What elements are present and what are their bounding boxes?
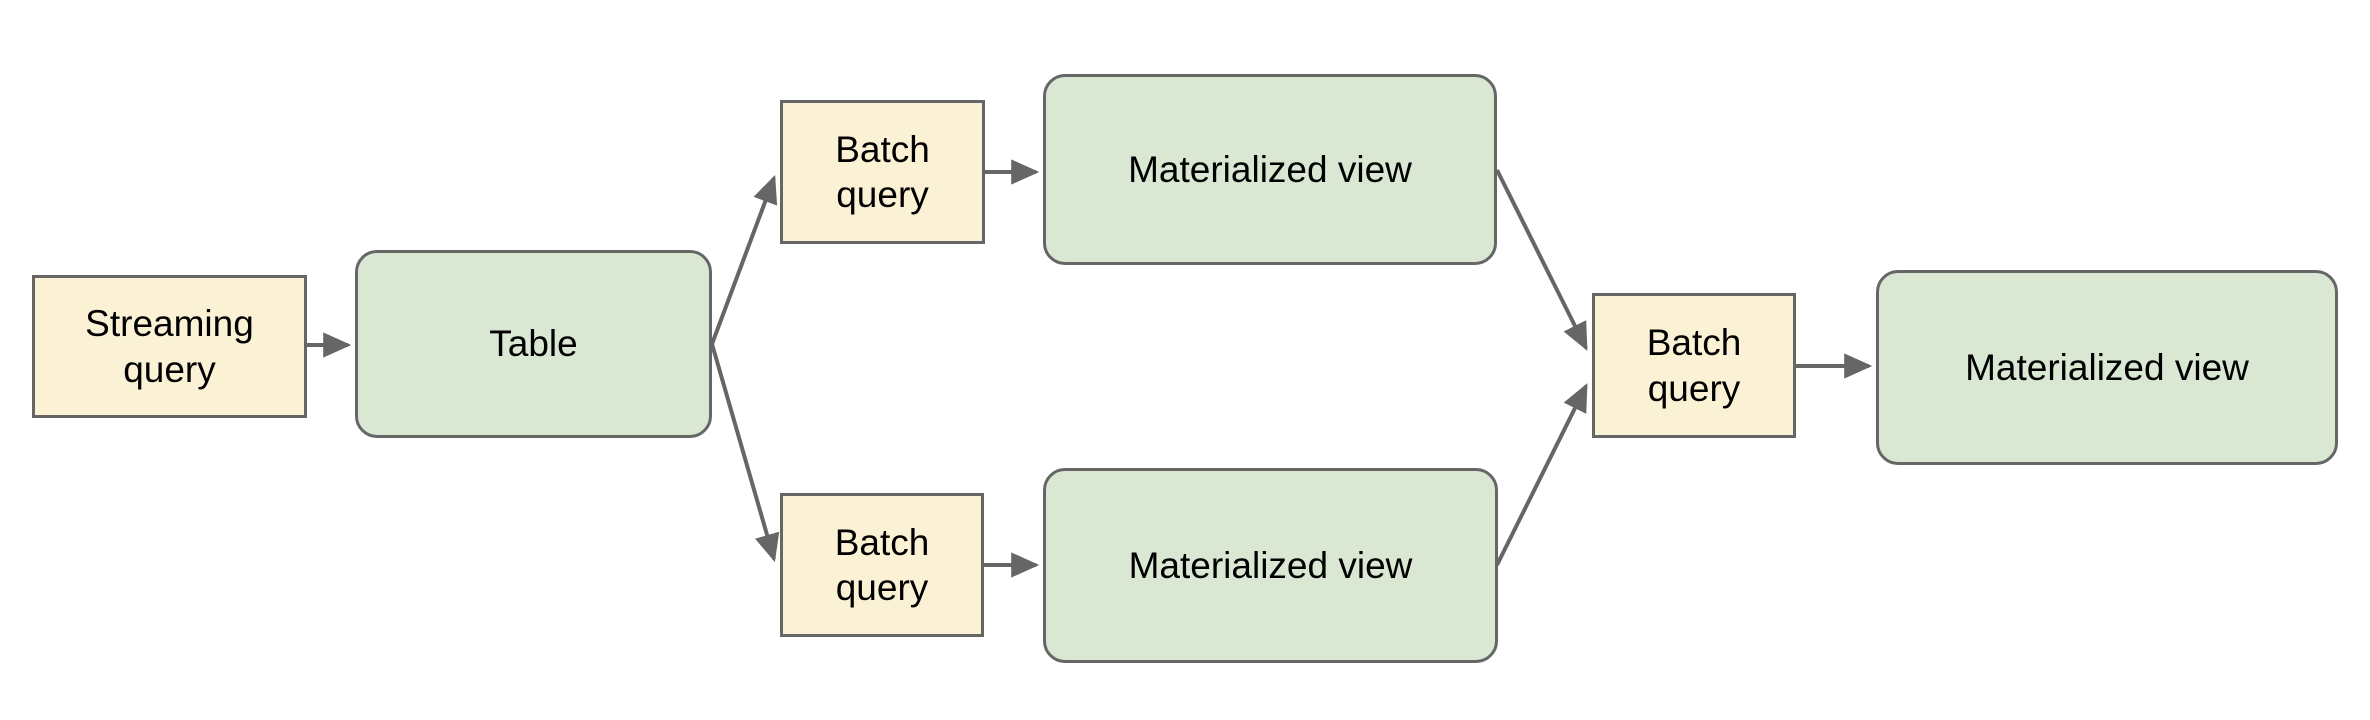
- edge-materialized-view-bottom-to-batch-query-join: [1495, 383, 1588, 566]
- edge-table-to-batch-query-top: [710, 175, 778, 345]
- node-materialized-view-bottom[interactable]: Materialized view: [1043, 468, 1498, 663]
- node-table[interactable]: Table: [355, 250, 712, 438]
- node-batch-query-join[interactable]: Batch query: [1592, 293, 1796, 438]
- node-streaming-query[interactable]: Streaming query: [32, 275, 307, 418]
- node-batch-query-top[interactable]: Batch query: [780, 100, 985, 244]
- node-materialized-view-final[interactable]: Materialized view: [1876, 270, 2338, 465]
- node-materialized-view-top[interactable]: Materialized view: [1043, 74, 1497, 265]
- edge-materialized-view-top-to-batch-query-join: [1495, 169, 1588, 351]
- edge-table-to-batch-query-bottom: [710, 343, 780, 563]
- node-batch-query-bottom[interactable]: Batch query: [780, 493, 984, 637]
